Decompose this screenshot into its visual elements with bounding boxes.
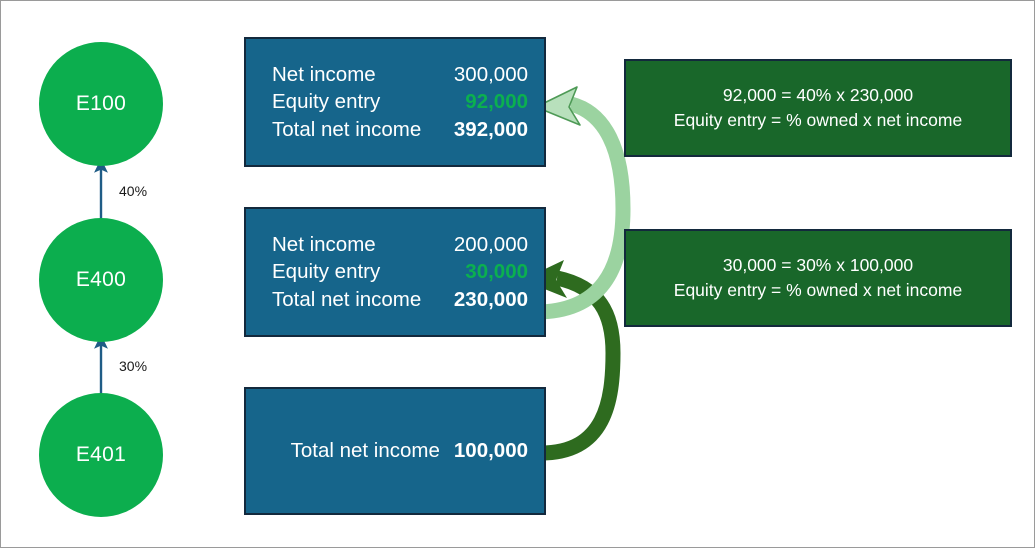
row-label: Equity entry bbox=[272, 260, 381, 284]
income-box-e100[interactable]: Net income 300,000 Equity entry 92,000 T… bbox=[244, 37, 546, 167]
formula-definition: Equity entry = % owned x net income bbox=[673, 280, 963, 300]
income-row-net-income: Net income 200,000 bbox=[272, 231, 528, 258]
formula-computation: 92,000 = 40% x 230,000 bbox=[722, 85, 914, 106]
income-row-total-net-income: Total net income 230,000 bbox=[272, 286, 528, 313]
row-label: Total net income bbox=[290, 439, 440, 463]
income-row-equity-entry: Equity entry 92,000 bbox=[272, 88, 528, 115]
income-row-total-net-income: Total net income 100,000 bbox=[272, 437, 528, 464]
row-value: 230,000 bbox=[453, 287, 528, 311]
row-value: 200,000 bbox=[453, 233, 528, 257]
row-value: 92,000 bbox=[465, 90, 528, 114]
income-row-total-net-income: Total net income 392,000 bbox=[272, 116, 528, 143]
ownership-label-40-percent: 40% bbox=[119, 183, 148, 199]
income-row-equity-entry: Equity entry 30,000 bbox=[272, 258, 528, 285]
entity-label-e400: E400 bbox=[75, 268, 127, 291]
row-value: 100,000 bbox=[453, 439, 528, 463]
ownership-label-30-percent: 30% bbox=[119, 358, 148, 374]
row-value: 300,000 bbox=[453, 63, 528, 87]
formula-definition: Equity entry = % owned x net income bbox=[673, 110, 963, 130]
row-label: Equity entry bbox=[272, 90, 381, 114]
formula-callout-e400[interactable]: 30,000 = 30% x 100,000 Equity entry = % … bbox=[624, 229, 1012, 327]
row-label: Net income bbox=[272, 63, 376, 87]
entity-label-e401: E401 bbox=[75, 443, 127, 466]
income-box-e401[interactable]: Total net income 100,000 bbox=[244, 387, 546, 515]
entity-label-e100: E100 bbox=[75, 92, 127, 115]
flow-arrow-230000-to-92000 bbox=[535, 86, 631, 320]
formula-computation: 30,000 = 30% x 100,000 bbox=[722, 255, 914, 276]
entity-circle-e400[interactable]: E400 bbox=[39, 218, 163, 342]
income-box-e400[interactable]: Net income 200,000 Equity entry 30,000 T… bbox=[244, 207, 546, 337]
row-label: Total net income bbox=[272, 287, 422, 311]
row-label: Total net income bbox=[272, 117, 422, 141]
income-row-net-income: Net income 300,000 bbox=[272, 61, 528, 88]
row-value: 392,000 bbox=[453, 117, 528, 141]
row-value: 30,000 bbox=[465, 260, 528, 284]
entity-circle-e401[interactable]: E401 bbox=[39, 393, 163, 517]
formula-callout-e100[interactable]: 92,000 = 40% x 230,000 Equity entry = % … bbox=[624, 59, 1012, 157]
entity-circle-e100[interactable]: E100 bbox=[39, 42, 163, 166]
row-label: Net income bbox=[272, 233, 376, 257]
